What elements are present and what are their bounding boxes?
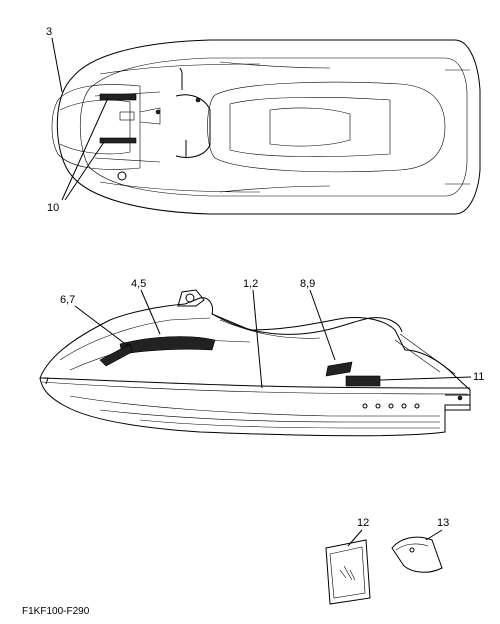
leader-line-4-5 [140,289,161,335]
leader-line-1-2 [252,289,263,389]
leader-line-6-7 [74,305,129,347]
callout-12: 12 [357,517,369,529]
callout-4-5: 4,5 [131,278,146,290]
callout-1-2: 1,2 [243,278,258,290]
part-12-decal-sheet [325,539,371,605]
callout-13: 13 [437,517,449,529]
callout-3: 3 [46,26,52,38]
callout-10: 10 [47,202,59,214]
leader-line-10a [61,97,109,201]
callout-11: 11 [473,371,484,383]
leader-line-10b [64,141,105,201]
part-13-label [391,536,443,573]
leader-line-12 [347,529,363,547]
leader-line-8-9 [309,289,336,361]
callout-8-9: 8,9 [300,278,315,290]
leader-line-3 [51,37,63,93]
top-view-watercraft [51,39,481,215]
drawing-code: F1KF100-F290 [22,606,90,617]
callout-6-7: 6,7 [60,294,75,306]
leader-line-11 [379,376,472,381]
leader-line-13 [425,529,443,541]
side-view-watercraft [39,289,471,437]
